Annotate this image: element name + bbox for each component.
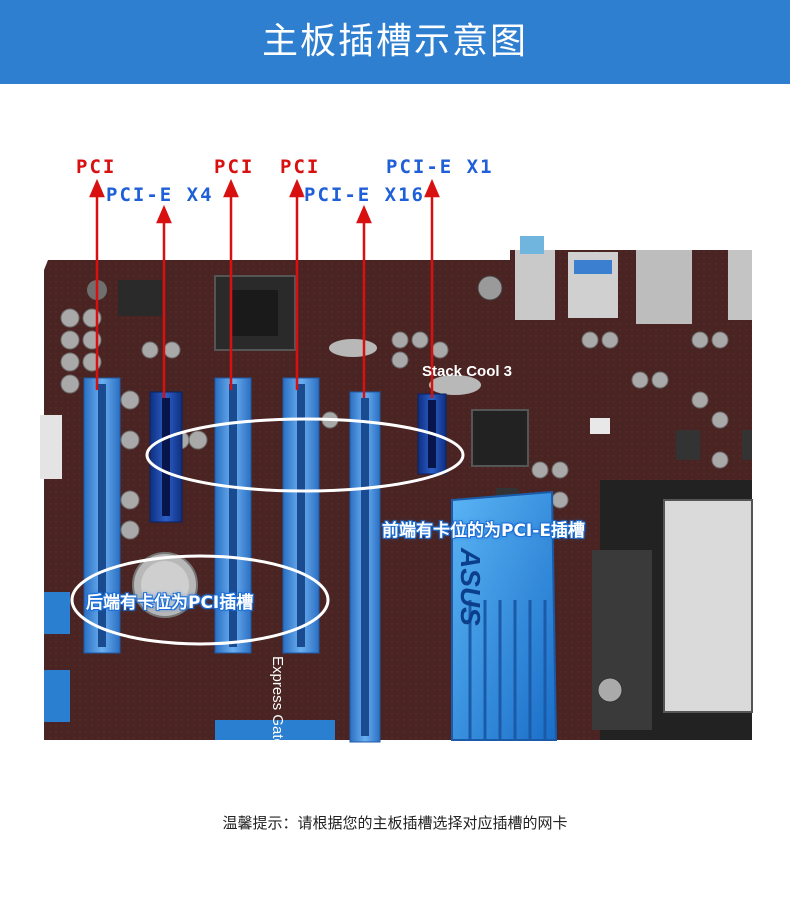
chip-edge [742, 430, 752, 460]
front-notch-callout: 前端有卡位的为PCI-E插槽 [382, 521, 585, 541]
screw-hole [477, 275, 503, 301]
footer-tip: 温馨提示：请根据您的主板插槽选择对应插槽的网卡 [222, 814, 568, 832]
pwr-fan-header [590, 418, 610, 434]
pci-slot-3-groove [297, 384, 305, 647]
motherboard-diagram: PCI PCI-E X4 PCI PCI PCI-E X16 PCI-E X1 … [0, 100, 790, 760]
bottom-connector [215, 720, 335, 740]
lan-port [636, 250, 692, 324]
crystal [429, 375, 481, 395]
usb-port-right [728, 250, 752, 320]
pci-label-2: PCI [214, 156, 255, 178]
rear-notch-highlight [70, 554, 330, 646]
io-port [515, 250, 555, 320]
power-connector [40, 415, 62, 479]
pci-label-3: PCI [280, 156, 321, 178]
ite-chip-core [232, 290, 278, 336]
heatsink-fins [468, 600, 547, 740]
stack-cool-text: Stack Cool 3 [422, 363, 513, 380]
slot-arrows [89, 178, 440, 398]
cpu-socket [663, 499, 753, 713]
cmos-battery-face [141, 561, 189, 609]
pcie-x16-slot-groove [361, 398, 369, 736]
usb-header [44, 592, 70, 634]
pci-label-1: PCI [76, 156, 117, 178]
motherboard-illustration [40, 178, 753, 743]
chip-small [118, 280, 162, 316]
crystal-2 [329, 339, 377, 357]
header-banner: 主板插槽示意图 [0, 0, 790, 84]
socket-lever [597, 677, 623, 703]
chip-1r2 [676, 430, 700, 460]
page-title: 主板插槽示意图 [261, 21, 528, 62]
usb3-port [574, 260, 612, 274]
pcie-x4-label: PCI-E X4 [106, 184, 214, 206]
pcie-x16-label: PCI-E X16 [304, 184, 425, 206]
audio-jack [520, 236, 544, 254]
usb-header-2 [44, 670, 70, 722]
pci-slot-1-groove [98, 384, 106, 647]
rear-notch-callout: 后端有卡位为PCI插槽 [86, 593, 254, 613]
front-notch-highlight [145, 417, 465, 493]
pci-slot-2-groove [229, 384, 237, 647]
cpu-retention [592, 550, 652, 730]
express-gate-text: Express Gate [269, 656, 286, 747]
chip-lan [471, 409, 529, 467]
pcie-x1-label: PCI-E X1 [386, 156, 494, 178]
asus-brand-text: ASUS [455, 548, 486, 626]
pcie-x4-slot-groove [162, 398, 170, 516]
